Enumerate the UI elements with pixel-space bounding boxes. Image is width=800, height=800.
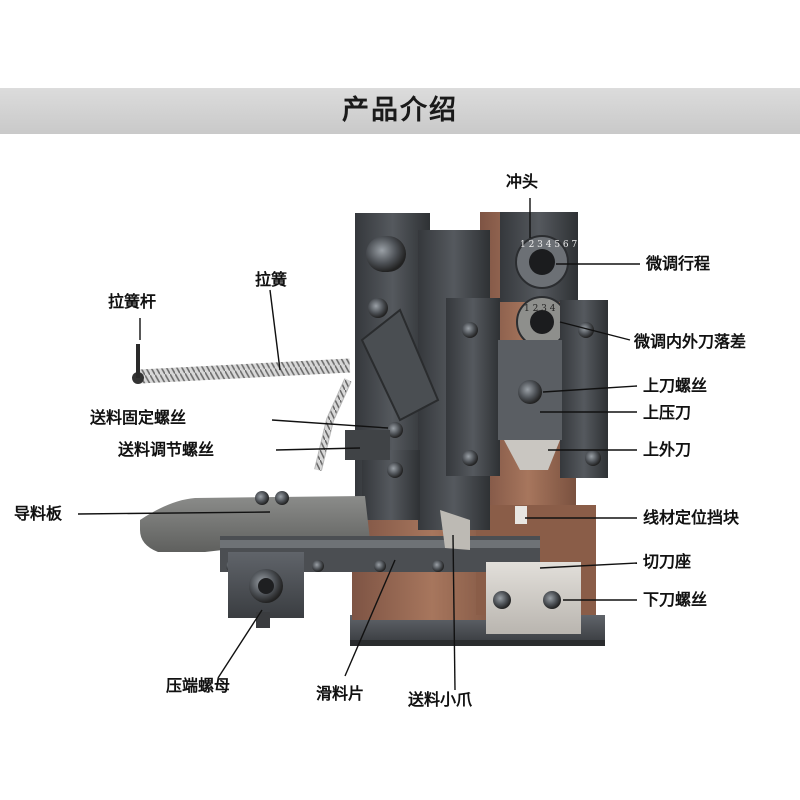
dial-marks-upper: 1 2 3 4 5 6 7: [520, 240, 578, 250]
label-upper-press-blade: 上压刀: [643, 403, 692, 422]
label-fine-blade-diff: 微调内外刀落差: [634, 332, 747, 351]
dial-marks-lower: 1 2 3 4: [524, 304, 556, 314]
label-fine-stroke: 微调行程: [646, 254, 711, 273]
label-punch: 冲头: [506, 172, 539, 191]
label-guide-plate: 导料板: [14, 504, 63, 523]
label-wire-stop-block: 线材定位挡块: [643, 508, 740, 527]
label-feed-fix-screw: 送料固定螺丝: [90, 408, 187, 427]
label-spring-lever: 拉簧杆: [108, 292, 157, 311]
blade-plates: [446, 298, 608, 478]
label-lower-blade-screw: 下刀螺丝: [643, 590, 708, 609]
punch-block: [500, 212, 578, 348]
label-feed-adjust-screw: 送料调节螺丝: [118, 440, 215, 459]
label-cutter-seat: 切刀座: [643, 552, 692, 571]
spring-assembly: [132, 344, 351, 384]
label-slide-plate: 滑料片: [316, 684, 365, 703]
label-feed-claw: 送料小爪: [408, 690, 473, 709]
leader-lines-left: [77, 289, 456, 691]
leader-lines-right: [525, 198, 640, 601]
cutter-seat: [486, 506, 581, 634]
label-upper-blade-screw: 上刀螺丝: [643, 376, 708, 395]
feed-block: [314, 378, 420, 520]
crimp-nut-block: [228, 552, 304, 628]
page-title: 产品介绍: [342, 95, 458, 126]
label-crimp-nut: 压端螺母: [166, 676, 231, 695]
label-spring: 拉簧: [255, 270, 288, 289]
label-upper-outer-blade: 上外刀: [643, 440, 692, 459]
header-banner: 产品介绍: [0, 88, 800, 134]
